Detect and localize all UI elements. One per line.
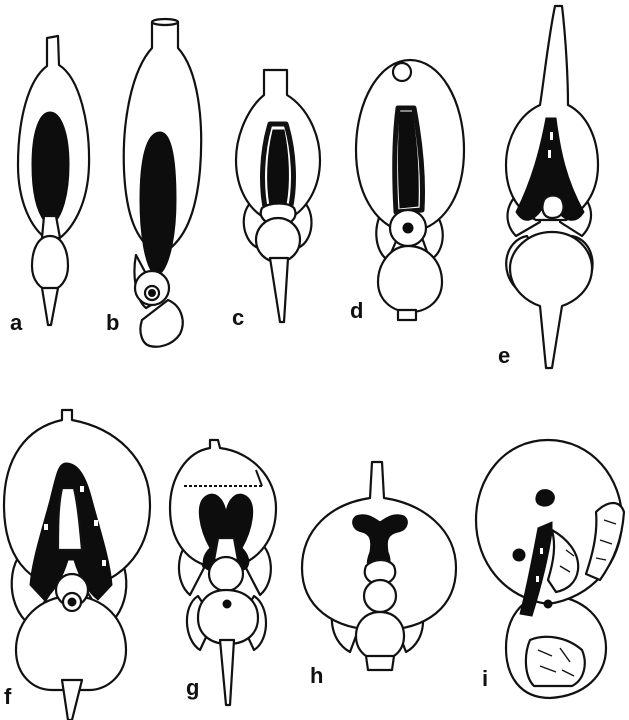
panel-i-drawing xyxy=(476,440,624,698)
panel-f-drawing xyxy=(4,410,150,720)
panel-c-label: c xyxy=(232,305,244,330)
panel-f-label: f xyxy=(4,684,12,709)
panel-a-label: a xyxy=(10,310,23,335)
panel-i-label: i xyxy=(482,666,488,691)
panel-e-drawing xyxy=(506,6,598,368)
panel-a: a xyxy=(10,36,89,335)
panel-g-label: g xyxy=(186,675,199,700)
panel-b-drawing xyxy=(124,19,201,347)
panel-d-drawing xyxy=(356,60,464,320)
panel-g-drawing xyxy=(170,440,276,705)
panel-d-label: d xyxy=(350,298,363,323)
panel-c-drawing xyxy=(236,70,320,322)
panel-e: e xyxy=(498,6,598,368)
panel-d: d xyxy=(350,60,464,323)
panel-b: b xyxy=(106,19,201,347)
panel-c: c xyxy=(232,70,320,330)
panel-h-drawing xyxy=(302,462,456,670)
panel-h-label: h xyxy=(310,663,323,688)
panel-b-label: b xyxy=(106,310,119,335)
panel-f: f xyxy=(4,410,150,720)
panel-e-label: e xyxy=(498,343,510,368)
panel-g: g xyxy=(170,440,276,705)
panel-i: i xyxy=(476,440,624,698)
panel-a-drawing xyxy=(18,36,89,325)
panel-h: h xyxy=(302,462,456,688)
